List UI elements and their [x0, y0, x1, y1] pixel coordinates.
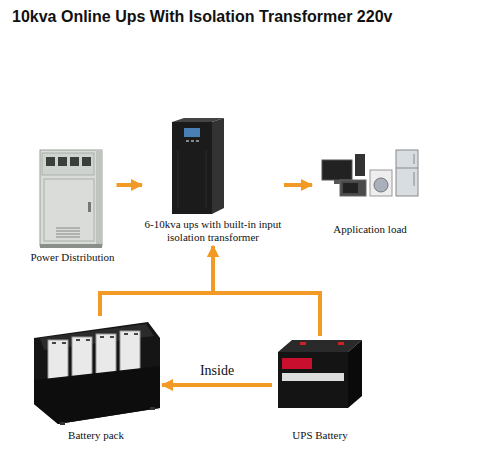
node-label: UPS Battery	[292, 429, 347, 442]
rack-body	[34, 322, 160, 424]
meter	[58, 157, 67, 166]
ups-battery-picture	[278, 340, 362, 408]
power-arrow	[162, 383, 272, 387]
power-arrow	[213, 246, 320, 336]
device-node: Application load	[312, 148, 428, 238]
microwave-door	[343, 183, 358, 193]
node-label: 6-10kva ups with built-in input isolatio…	[144, 218, 282, 244]
battery-terminal	[300, 342, 306, 345]
tv	[322, 160, 352, 180]
appliances	[322, 150, 418, 196]
tower-front	[172, 122, 212, 214]
tower-button	[191, 140, 194, 142]
cell-terminals	[52, 334, 138, 343]
rack-leg	[60, 422, 65, 425]
door-handle	[88, 202, 91, 212]
edge-label: Inside	[198, 363, 236, 379]
tower-groove	[178, 150, 206, 208]
node-label: Power Distribution	[30, 251, 114, 264]
battery-side	[348, 340, 362, 408]
cabinet-body	[40, 150, 102, 246]
battery-logo-band	[282, 358, 312, 369]
tower-side	[212, 118, 224, 214]
battery-top	[278, 340, 362, 352]
cabinet-side	[96, 150, 102, 246]
node-label: Battery pack	[68, 429, 124, 442]
power-arrow	[284, 183, 312, 187]
tower-button	[196, 140, 199, 142]
device-node: 6-10kva ups with built-in input isolatio…	[142, 118, 284, 246]
battery-label-band	[282, 373, 344, 381]
title: 10kva Online Ups With Isolation Transfor…	[12, 8, 392, 26]
meter	[46, 157, 55, 166]
meter	[70, 157, 79, 166]
washer-door	[374, 178, 388, 192]
ups-tower	[172, 118, 224, 214]
tower-button	[186, 140, 189, 142]
tower-screen	[184, 128, 200, 137]
device-node: Power Distribution	[28, 148, 116, 266]
cabinet-door	[44, 179, 94, 241]
power-arrow	[117, 183, 142, 187]
washer	[370, 170, 392, 196]
battery-terminal	[338, 342, 344, 345]
vent	[56, 228, 80, 237]
microwave	[340, 180, 366, 196]
node-label: Application load	[333, 223, 407, 236]
device-node: UPS Battery	[272, 336, 368, 444]
device-node: Battery pack	[30, 316, 162, 444]
distribution-cabinet	[40, 150, 102, 248]
rack-front	[34, 366, 160, 424]
cabinet-base	[40, 244, 102, 248]
battery-pack-picture	[34, 322, 160, 425]
rack-leg	[150, 407, 155, 410]
speaker	[355, 154, 365, 176]
meter	[82, 157, 91, 166]
tv-stand	[334, 180, 340, 184]
fridge	[396, 150, 418, 196]
fridge-lines	[396, 154, 418, 186]
battery-front	[278, 352, 348, 408]
cabinet-top-panel	[42, 153, 94, 175]
power-arrow	[100, 246, 213, 316]
